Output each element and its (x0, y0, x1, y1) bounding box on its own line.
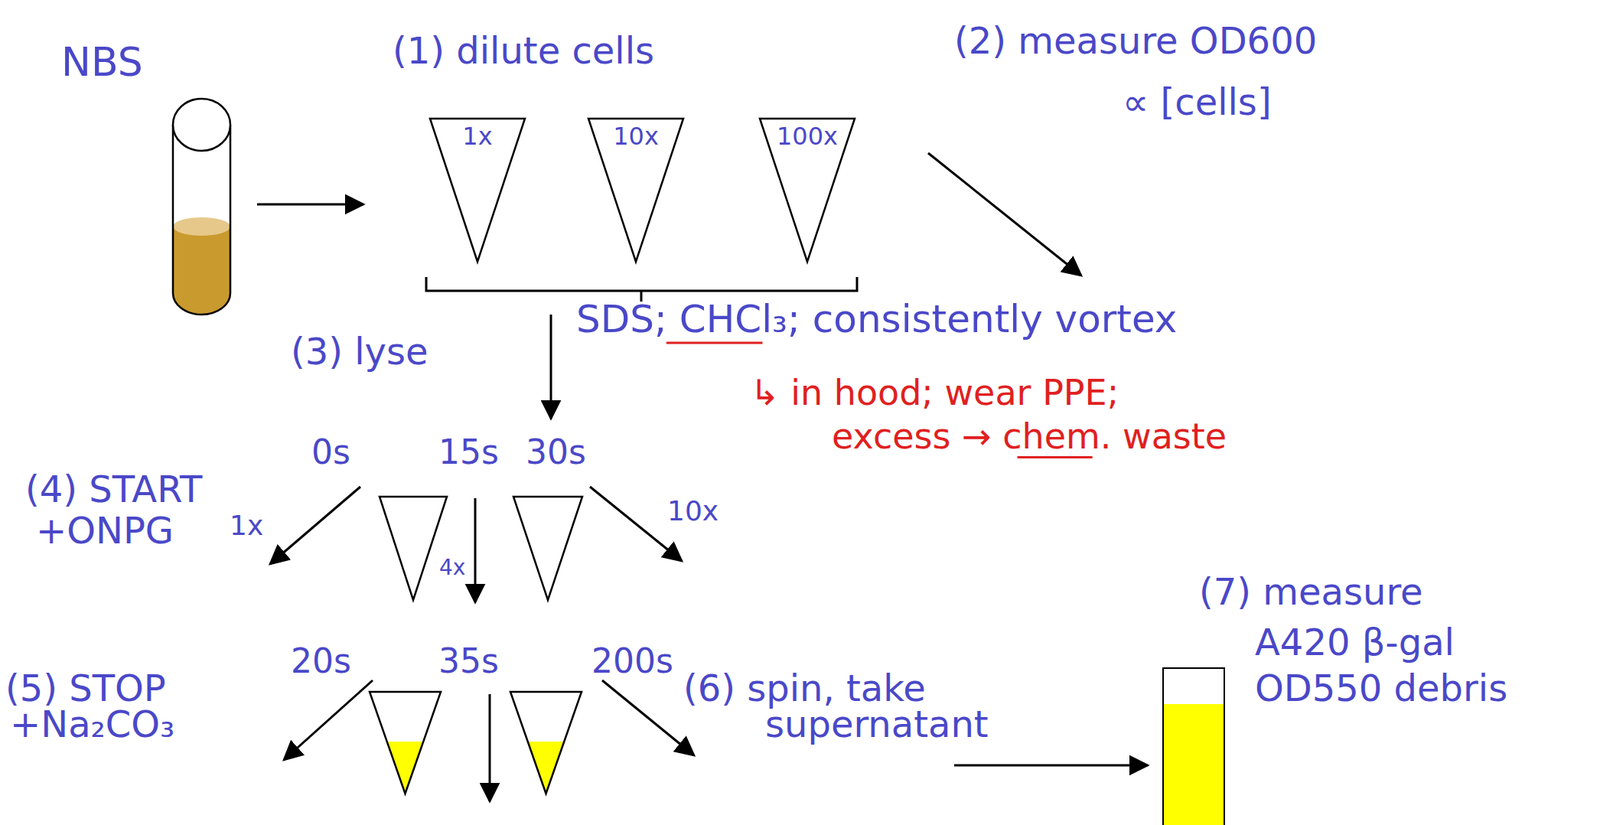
tube-icon (513, 496, 583, 600)
annotation: (3) lyse (290, 331, 429, 372)
annotation: ∝ [cells] (1122, 81, 1272, 123)
sample-label: NBS (61, 40, 144, 85)
dilution-label: 1x (462, 123, 493, 150)
cuvette-liquid (1163, 703, 1225, 825)
annotation: 30s (525, 433, 587, 471)
annotation: 200s (591, 642, 674, 680)
arrow (270, 486, 361, 564)
safety-note: excess → chem. waste (831, 417, 1227, 457)
annotation: supernatant (765, 703, 989, 745)
yellow-liquid (527, 741, 565, 794)
arrow (474, 498, 477, 603)
underline (666, 342, 763, 345)
dilution-tube: 1x (428, 117, 527, 264)
arrow (550, 314, 553, 419)
dilution-label: 100x (776, 123, 838, 150)
annotation: 35s (438, 642, 499, 680)
tube-icon (369, 691, 441, 794)
annotation: (7) measure (1199, 571, 1424, 613)
flow-arrow (257, 203, 364, 206)
annotation: (1) dilute cells (392, 30, 655, 72)
annotation: 0s (311, 433, 351, 471)
annotation: (4) START (25, 469, 203, 510)
yellow-liquid (387, 741, 424, 794)
annotation: +Na₂CO₃ (9, 703, 175, 745)
tube-icon (379, 496, 447, 600)
annotation: 4x (439, 556, 466, 581)
arrow (954, 764, 1148, 767)
dilution-label: 10x (612, 123, 659, 150)
annotation: SDS; CHCl₃; consistently vortex (576, 298, 1177, 341)
dilution-tube: 100x (758, 117, 857, 264)
annotation: (6) spin, take (683, 668, 926, 709)
arrow (488, 694, 492, 802)
underline (1017, 456, 1093, 459)
annotation: A420 β-gal (1254, 622, 1455, 663)
dilution-tube: 10x (586, 117, 685, 264)
annotation: OD550 debris (1254, 668, 1508, 709)
annotation: (2) measure OD600 (954, 20, 1317, 62)
annotation: (5) STOP (5, 668, 167, 709)
culture-tube: NBS (170, 94, 233, 315)
safety-note: ↳ in hood; wear PPE; (749, 373, 1119, 413)
annotation: +ONPG (35, 510, 174, 551)
annotation: 20s (290, 642, 352, 680)
arrow (928, 153, 1082, 276)
tube-icon (510, 691, 582, 794)
annotation: 10x (667, 495, 719, 527)
annotation: 15s (438, 433, 499, 471)
cuvette (1163, 668, 1225, 825)
annotation: 1x (229, 510, 264, 541)
arrow (283, 680, 373, 760)
tube-outline (170, 94, 233, 315)
arrow (602, 680, 695, 756)
